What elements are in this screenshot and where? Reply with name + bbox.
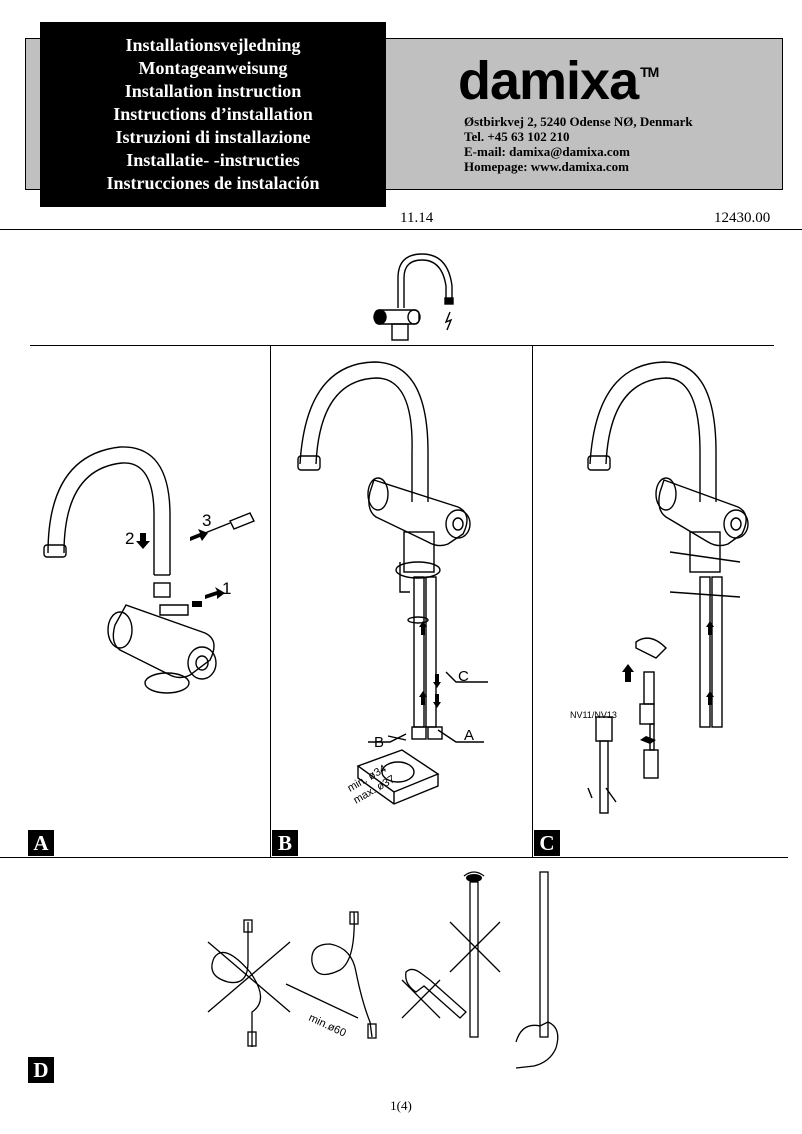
tool-size-label: NV11/NV13 [570, 710, 617, 720]
title-en: Installation instruction [124, 81, 302, 101]
title-it: Istruzioni di installazione [115, 127, 311, 147]
panel-b-drawing: C A B min. ø34 max. ø37 [297, 361, 488, 807]
panel-d-drawing: min.ø60 [207, 871, 559, 1069]
panel-row-rule [0, 857, 788, 858]
page-number: 1(4) [390, 1098, 412, 1113]
doc-code: 12430.00 [714, 210, 771, 226]
panel-label-b: B [272, 830, 298, 856]
doc-date: 11.14 [400, 210, 434, 226]
title-da: Installationsvejledning [125, 35, 301, 55]
brand-name: damixa [458, 51, 639, 111]
panel-label-d: D [28, 1057, 54, 1083]
title-es: Instrucciones de instalación [106, 173, 320, 193]
address-email: E-mail: damixa@damixa.com [464, 144, 630, 159]
panel-c-drawing: NV11/NV13 [570, 361, 749, 814]
callout-a: A [464, 727, 474, 744]
address-phone: Tel. +45 63 102 210 [464, 129, 570, 144]
address-homepage: Homepage: www.damixa.com [464, 159, 630, 174]
panel-label-c: C [534, 830, 560, 856]
trademark: TM [640, 64, 659, 80]
step-1-label: 1 [222, 579, 231, 598]
panel-divider-ab [270, 346, 271, 857]
step-2-label: 2 [125, 529, 134, 548]
panel-divider-bc [532, 346, 533, 857]
title-block: Installationsvejledning Montageanweisung… [40, 22, 386, 207]
address-block: Østbirkvej 2, 5240 Odense NØ, Denmark Te… [464, 114, 693, 174]
panel-label-a: A [28, 830, 54, 856]
title-de: Montageanweisung [138, 58, 288, 78]
callout-c: C [458, 668, 469, 685]
header-rule [0, 229, 802, 230]
callout-b: B [374, 734, 384, 751]
title-nl: Installatie- -instructies [126, 150, 300, 170]
top-figure-rule [30, 345, 774, 346]
dim-min-bend: min.ø60 [307, 1012, 348, 1040]
address-street: Østbirkvej 2, 5240 Odense NØ, Denmark [464, 114, 693, 129]
faucet-overview-drawing [373, 253, 454, 341]
title-fr: Instructions d’installation [113, 104, 313, 124]
step-3-label: 3 [202, 511, 211, 530]
panel-a-drawing: 2 3 1 [43, 446, 255, 694]
